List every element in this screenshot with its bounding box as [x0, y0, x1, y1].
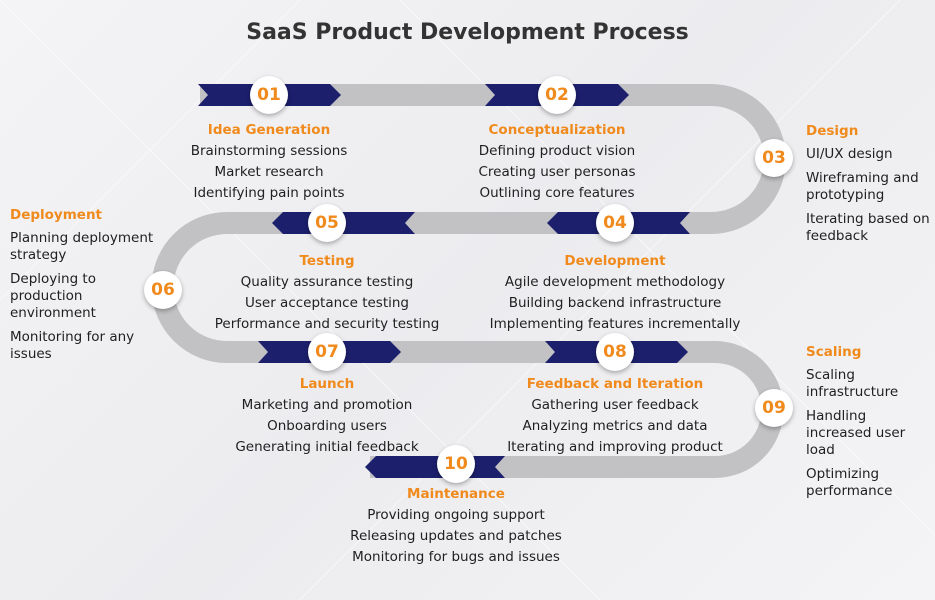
step-item: Market research [214, 164, 324, 180]
step-item: Deploying to production environment [10, 271, 96, 321]
step-title: Idea Generation [207, 122, 331, 138]
step-item: Quality assurance testing [240, 274, 414, 290]
step-number-09: 09 [755, 389, 793, 427]
step-item: Onboarding users [267, 418, 387, 434]
step-number-06: 06 [144, 271, 182, 309]
step-item: Analyzing metrics and data [522, 418, 708, 434]
step-number-02: 02 [538, 76, 576, 114]
step-title: Feedback and Iteration [526, 376, 704, 392]
step-item: Optimizing performance [806, 466, 893, 499]
step-title: Design [806, 123, 859, 139]
step-item: Iterating based on feedback [806, 211, 930, 244]
step-item: Monitoring for bugs and issues [352, 549, 560, 565]
step-number-10: 10 [437, 445, 475, 483]
step-number-04: 04 [596, 204, 634, 242]
step-item: Releasing updates and patches [350, 528, 562, 544]
step-item: UI/UX design [806, 146, 893, 162]
step-title: Testing [299, 253, 355, 269]
step-title: Scaling [806, 344, 862, 360]
step-item: Providing ongoing support [367, 507, 545, 523]
arrow-10 [365, 456, 505, 478]
step-item: Scaling infrastructure [806, 367, 899, 400]
step-title: Conceptualization [488, 122, 626, 138]
step-title: Launch [299, 376, 355, 392]
step-item: Marketing and promotion [241, 397, 413, 413]
step-item: Monitoring for any issues [10, 329, 135, 362]
page-title: SaaS Product Development Process [246, 20, 689, 45]
step-item: Implementing features incrementally [489, 316, 741, 332]
step-number-03: 03 [755, 139, 793, 177]
step-number-01: 01 [250, 76, 288, 114]
step-title: Development [564, 253, 666, 269]
step-item: Planning deployment strategy [10, 230, 154, 263]
step-item: Handling increased user load [806, 408, 906, 458]
step-item: Building backend infrastructure [508, 295, 722, 311]
step-item: Iterating and improving product [507, 439, 723, 455]
step-item: Performance and security testing [214, 316, 440, 332]
step-number-08: 08 [596, 333, 634, 371]
step-item: Agile development methodology [504, 274, 726, 290]
step-number-05: 05 [308, 204, 346, 242]
step-number-07: 07 [308, 333, 346, 371]
step-item: Identifying pain points [193, 185, 345, 201]
step-item: Creating user personas [478, 164, 636, 180]
step-item: Brainstorming sessions [190, 143, 348, 159]
step-item: Wireframing and prototyping [806, 170, 919, 203]
step-item: Outlining core features [479, 185, 635, 201]
step-title: Maintenance [407, 486, 505, 502]
step-item: Defining product vision [478, 143, 636, 159]
step-item: Generating initial feedback [235, 439, 419, 455]
step-item: Gathering user feedback [531, 397, 699, 413]
step-title: Deployment [10, 207, 103, 223]
step-item: User acceptance testing [245, 295, 409, 311]
